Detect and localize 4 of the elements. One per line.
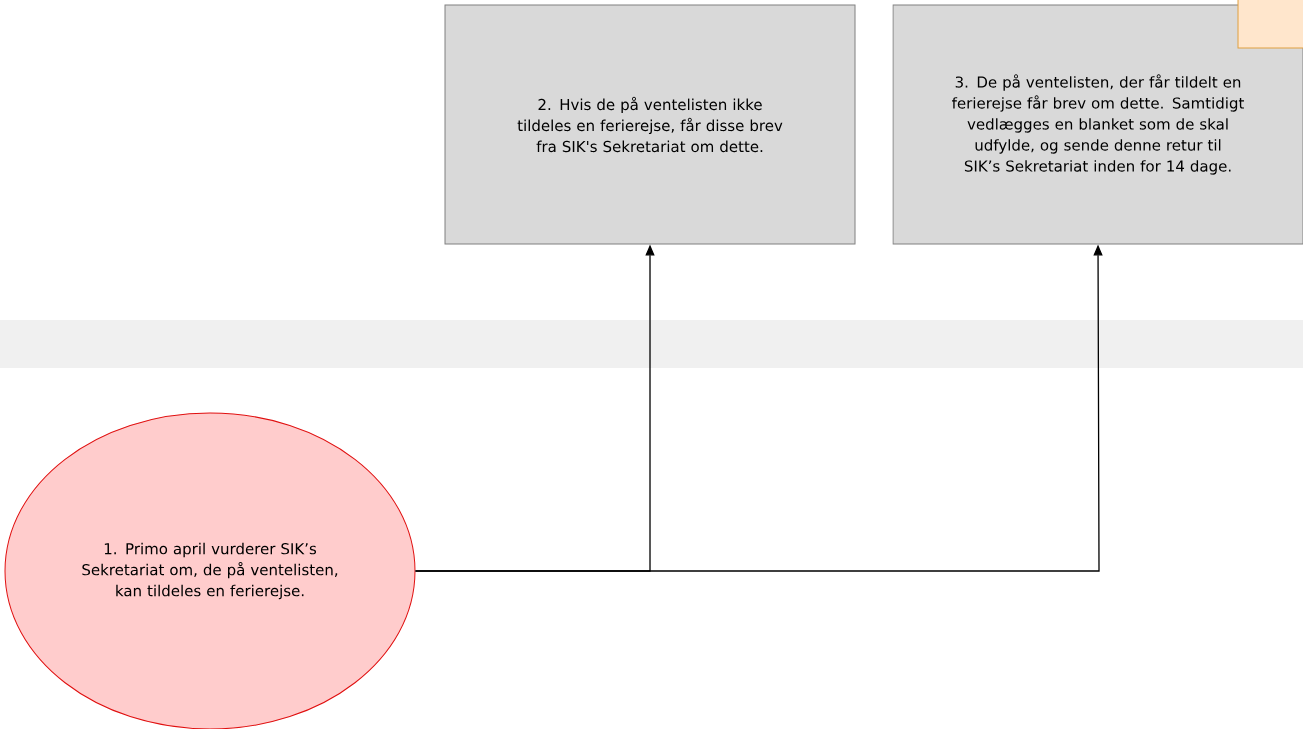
ellipse-node: 1. Primo april vurderer SIK’s Sekretariat om, de på ventelisten, kan tildeles en ferierejse. (4, 412, 416, 729)
process-box: 2. Hvis de på ventelisten ikke tildeles en ferierejse, får disse brev fra SIK's Sekretariat om dette. (444, 4, 856, 245)
process-box: 3. De på ventelisten, der får tildelt en ferierejse får brev om dette. Samtidigt vedlægges en blanket som de skal udfylde, og sende denne retur til SIK’s Sekretariat inden for 14 dage. (892, 4, 1303, 245)
note-box (1237, 0, 1303, 49)
